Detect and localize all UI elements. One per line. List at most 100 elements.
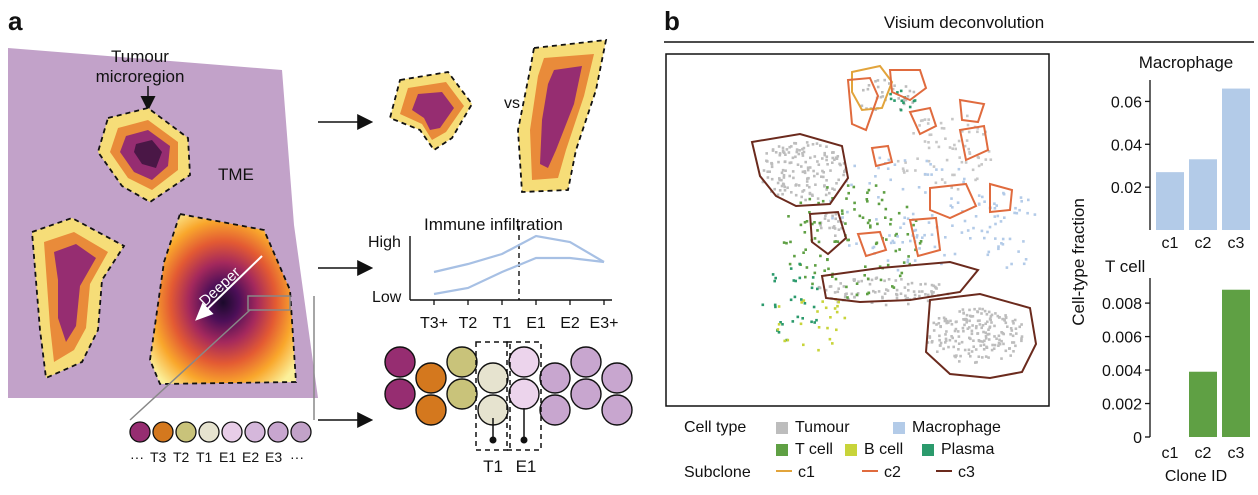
visium-spot xyxy=(777,331,781,334)
visium-spot xyxy=(919,240,923,243)
visium-spot xyxy=(799,322,803,326)
panel-a-label: a xyxy=(8,6,23,36)
visium-spot xyxy=(967,147,970,151)
visium-spot xyxy=(903,159,907,162)
visium-spot xyxy=(985,313,989,316)
visium-spot xyxy=(885,238,888,241)
visium-spot xyxy=(973,307,976,311)
visium-spot xyxy=(829,199,832,203)
visium-spot xyxy=(999,220,1003,223)
visium-spot xyxy=(950,335,953,338)
visium-spot xyxy=(926,299,930,303)
visium-spot xyxy=(842,285,846,288)
visium-spot xyxy=(876,222,879,226)
visium-spot xyxy=(1008,347,1011,350)
visium-spot xyxy=(774,276,777,280)
visium-spot xyxy=(1004,316,1008,319)
visium-spot xyxy=(997,334,1001,338)
visium-spot xyxy=(981,340,985,343)
visium-spot xyxy=(908,89,912,93)
visium-spot xyxy=(799,223,803,227)
visium-spot xyxy=(821,199,825,203)
visium-spot xyxy=(968,314,972,318)
subclone-outline xyxy=(851,64,894,112)
visium-spot xyxy=(923,233,926,237)
visium-spot xyxy=(816,197,820,200)
visium-spot xyxy=(1004,314,1007,317)
visium-spot xyxy=(844,222,847,225)
visium-spot xyxy=(809,156,812,160)
visium-spot xyxy=(978,319,981,322)
visium-spot xyxy=(985,345,988,349)
visium-spot xyxy=(800,301,803,304)
visium-spot xyxy=(823,217,827,220)
visium-spot xyxy=(821,169,824,173)
visium-spot xyxy=(957,167,961,171)
visium-spot xyxy=(949,319,952,323)
subclone-outline xyxy=(750,132,850,208)
bar-chart-ytick-label: 0.004 xyxy=(1102,363,1142,380)
visium-spot xyxy=(1003,319,1006,322)
visium-spot xyxy=(784,153,787,156)
visium-spot xyxy=(928,133,932,137)
visium-spot xyxy=(951,224,954,227)
subclone-outline xyxy=(929,182,978,220)
visium-spot xyxy=(875,218,878,221)
visium-spot xyxy=(976,310,979,313)
visium-spot xyxy=(833,240,836,243)
visium-spot xyxy=(1009,354,1012,357)
visium-spot xyxy=(993,202,996,205)
visium-spot xyxy=(997,344,1000,347)
visium-spot xyxy=(886,263,890,267)
visium-spot xyxy=(874,184,878,187)
visium-spot xyxy=(953,252,957,256)
visium-spot xyxy=(829,169,832,172)
visium-spot xyxy=(927,159,931,163)
visium-spot xyxy=(944,236,947,239)
visium-spot xyxy=(843,168,847,172)
visium-spot xyxy=(987,356,990,359)
visium-spot xyxy=(833,307,837,310)
visium-spot xyxy=(858,214,862,218)
visium-spot xyxy=(958,360,961,363)
visium-spot xyxy=(984,322,987,325)
visium-spot xyxy=(914,228,918,232)
visium-spot xyxy=(906,260,909,264)
visium-spot xyxy=(1020,337,1023,340)
visium-spot xyxy=(818,221,822,225)
visium-spot xyxy=(1018,208,1021,212)
visium-spot xyxy=(834,212,838,216)
visium-spot xyxy=(951,117,954,121)
bar-chart-xtick-label: c1 xyxy=(1162,445,1179,462)
visium-spot xyxy=(783,189,787,192)
visium-spot xyxy=(937,145,941,149)
visium-spot xyxy=(877,196,880,199)
visium-spot xyxy=(794,279,797,283)
visium-spot xyxy=(971,168,975,172)
visium-spot xyxy=(982,343,986,347)
visium-spot xyxy=(879,95,883,99)
visium-spot xyxy=(924,191,927,194)
visium-spot xyxy=(813,237,817,240)
layer-dot-t1 xyxy=(198,421,220,443)
visium-spot xyxy=(1012,350,1015,353)
visium-spot xyxy=(845,292,848,295)
visium-spot xyxy=(787,215,790,218)
visium-spot xyxy=(927,221,931,224)
visium-spot xyxy=(852,278,856,282)
visium-spot xyxy=(820,226,823,230)
visium-spot xyxy=(974,215,978,218)
visium-spot xyxy=(975,325,978,328)
visium-spot xyxy=(983,309,987,313)
visium-spot xyxy=(793,254,796,258)
visium-spot xyxy=(953,329,957,333)
visium-spot xyxy=(886,259,890,262)
visium-spot xyxy=(876,85,880,89)
visium-spot xyxy=(1014,327,1018,330)
visium-spot xyxy=(913,293,917,297)
visium-spot xyxy=(977,355,981,358)
visium-spot xyxy=(834,277,838,281)
visium-spot xyxy=(877,290,881,293)
visium-spot xyxy=(827,219,830,222)
